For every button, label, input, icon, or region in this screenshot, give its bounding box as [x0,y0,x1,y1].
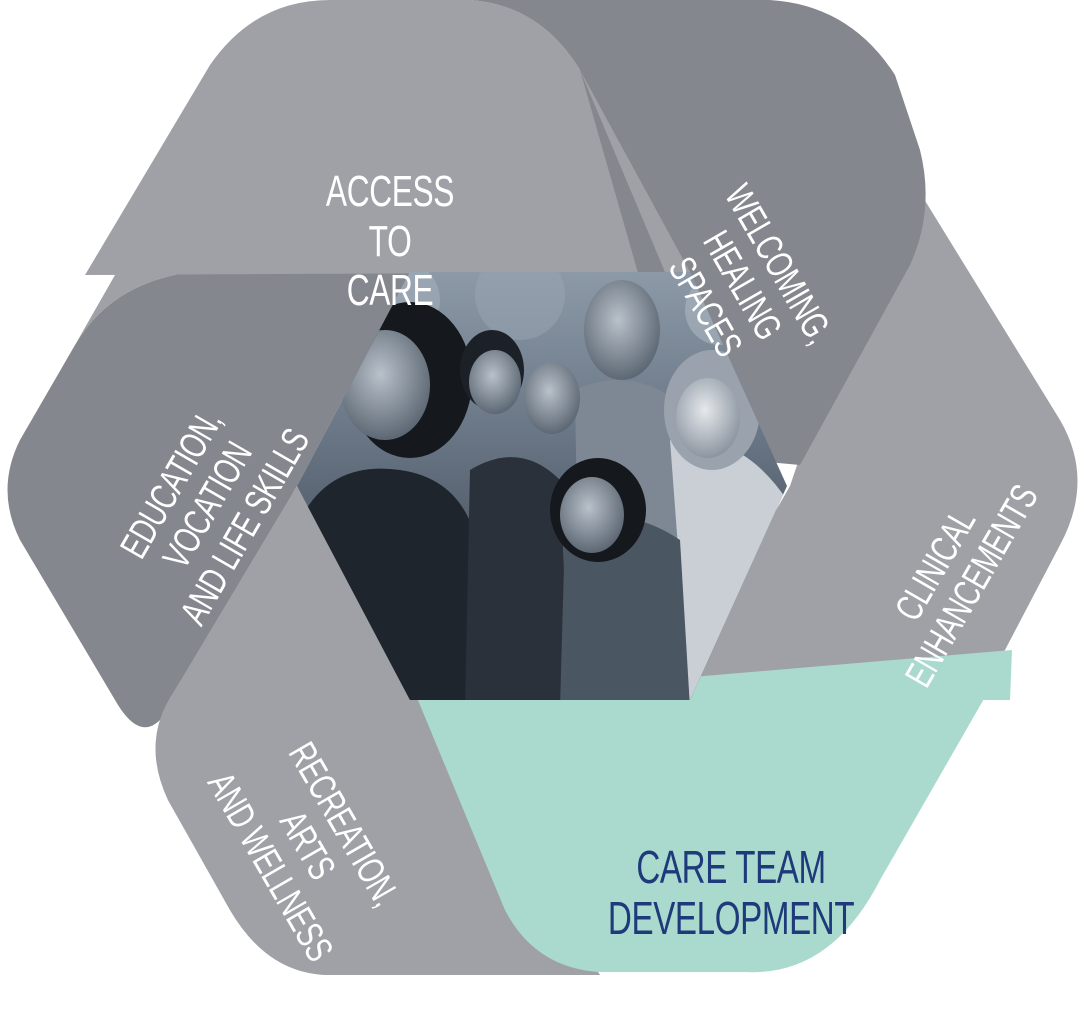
segment-access [85,0,665,275]
segment-education [7,272,410,728]
segment-welcoming [470,0,926,465]
segment-clinical [665,160,1078,704]
hexagon-graphic [7,0,1078,975]
family-photo [297,272,787,700]
